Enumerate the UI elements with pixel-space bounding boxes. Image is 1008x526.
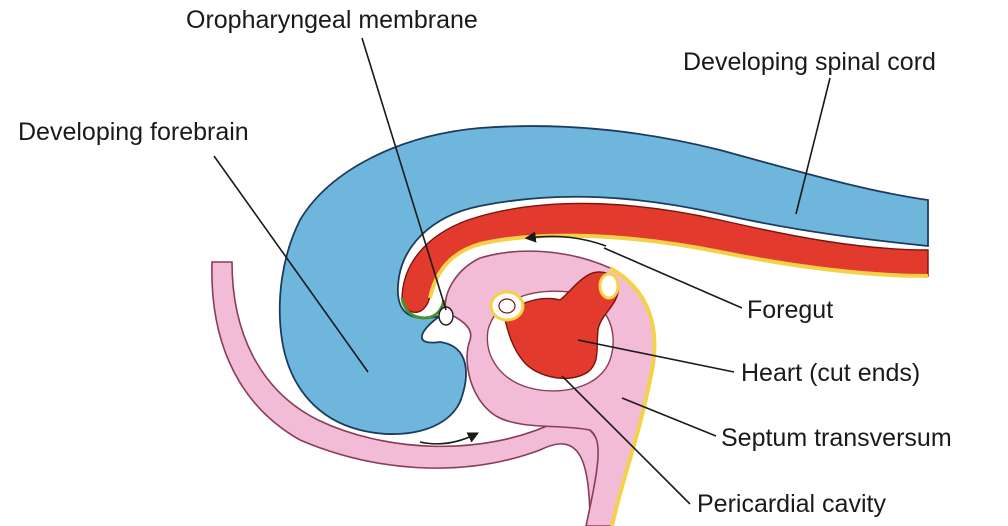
label-developing-forebrain: Developing forebrain — [18, 118, 249, 146]
label-heart: Heart (cut ends) — [741, 359, 920, 387]
label-septum-transversum: Septum transversum — [721, 424, 952, 452]
heart-cut-end-left-lumen — [499, 299, 515, 313]
label-pericardial-cavity: Pericardial cavity — [697, 490, 886, 518]
label-foregut: Foregut — [747, 296, 833, 324]
folding-arrow — [420, 434, 476, 444]
label-oropharyngeal-membrane: Oropharyngeal membrane — [186, 6, 478, 34]
label-developing-spinal-cord: Developing spinal cord — [683, 48, 936, 76]
heart-cut-end-right — [600, 274, 618, 298]
